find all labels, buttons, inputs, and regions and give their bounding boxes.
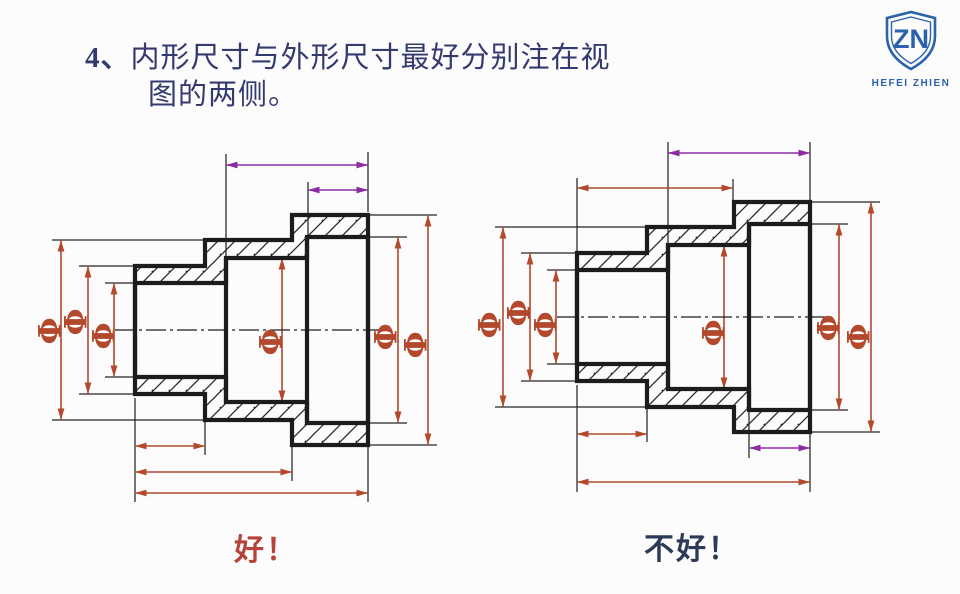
phi-diameter-symbol: Φ: [499, 299, 535, 326]
phi-diameter-symbol: Φ: [470, 311, 506, 338]
caption-bad: 不好！: [644, 533, 740, 566]
dimension-arrowhead: [798, 478, 810, 486]
dimension-arrowhead: [526, 253, 534, 265]
dimension-arrowhead: [749, 444, 761, 452]
dimension-arrowhead: [552, 352, 560, 364]
dimension-arrowhead: [84, 382, 92, 394]
dimension-arrowhead: [193, 442, 205, 450]
dimension-arrowhead: [135, 442, 147, 450]
dimension-arrowhead: [867, 202, 875, 214]
phi-diameter-symbol: Φ: [30, 317, 66, 344]
dimension-arrowhead: [721, 184, 733, 192]
part-section-hatching: [135, 215, 368, 445]
dimension-arrowhead: [552, 270, 560, 282]
phi-diameter-symbol: Φ: [694, 319, 730, 346]
company-logo: ZN HEFEI ZHIEN: [866, 10, 956, 89]
phi-diameter-symbol: Φ: [251, 328, 287, 355]
dimension-arrowhead: [720, 377, 728, 389]
dimension-arrowhead: [424, 215, 432, 227]
slide-title: 4、内形尺寸与外形尺寸最好分别注在视 图的两侧。: [85, 40, 611, 114]
logo-monogram: ZN: [893, 24, 929, 54]
title-line1: 内形尺寸与外形尺寸最好分别注在视: [130, 42, 611, 74]
dimension-arrowhead: [135, 468, 147, 476]
dimension-arrowhead: [278, 258, 286, 270]
phi-diameter-symbol: Φ: [56, 308, 92, 335]
dimension-arrowhead: [424, 433, 432, 445]
dimension-arrowhead: [635, 430, 647, 438]
phi-diameter-symbol: Φ: [366, 323, 402, 350]
dimension-arrowhead: [577, 430, 589, 438]
title-number: 4、: [85, 42, 131, 74]
dimension-arrowhead: [867, 420, 875, 432]
dimension-arrowhead: [577, 478, 589, 486]
phi-diameter-symbol: Φ: [84, 322, 120, 349]
title-line2: 图的两侧。: [148, 79, 299, 111]
dimension-arrowhead: [110, 283, 118, 295]
dimension-arrowhead: [84, 266, 92, 278]
dimension-arrowhead: [835, 398, 843, 410]
phi-diameter-symbol: Φ: [396, 331, 432, 358]
dimension-arrowhead: [720, 245, 728, 257]
dimension-arrowhead: [356, 489, 368, 497]
part-outer-profile: [574, 199, 813, 435]
dimension-arrowhead: [57, 408, 65, 420]
dimension-arrowhead: [135, 489, 147, 497]
dimension-arrowhead: [57, 240, 65, 252]
part-outer-profile: [132, 212, 371, 448]
dimension-arrowhead: [356, 161, 368, 169]
phi-diameter-symbol: Φ: [809, 314, 845, 341]
dimension-arrowhead: [280, 468, 292, 476]
dimension-arrowhead: [308, 186, 320, 194]
dimension-arrowhead: [278, 390, 286, 402]
dimension-arrowhead: [226, 161, 238, 169]
phi-diameter-symbol: Φ: [526, 311, 562, 338]
dimension-arrowhead: [394, 411, 402, 423]
dimension-arrowhead: [577, 184, 589, 192]
dimension-arrowhead: [798, 444, 810, 452]
dimension-arrowhead: [668, 149, 680, 157]
part-section-hatching: [577, 202, 810, 432]
caption-good: 好！: [234, 534, 298, 567]
dimension-arrowhead: [835, 224, 843, 236]
dimension-arrowhead: [526, 369, 534, 381]
dimension-arrowhead: [798, 149, 810, 157]
dimension-arrowhead: [499, 227, 507, 239]
dimension-arrowhead: [499, 395, 507, 407]
dimension-arrowhead: [394, 237, 402, 249]
phi-diameter-symbol: Φ: [839, 323, 875, 350]
dimension-arrowhead: [356, 186, 368, 194]
logo-company-name: HEFEI ZHIEN: [871, 78, 951, 89]
shield-logo-icon: ZN: [885, 10, 937, 71]
dimension-arrowhead: [110, 365, 118, 377]
